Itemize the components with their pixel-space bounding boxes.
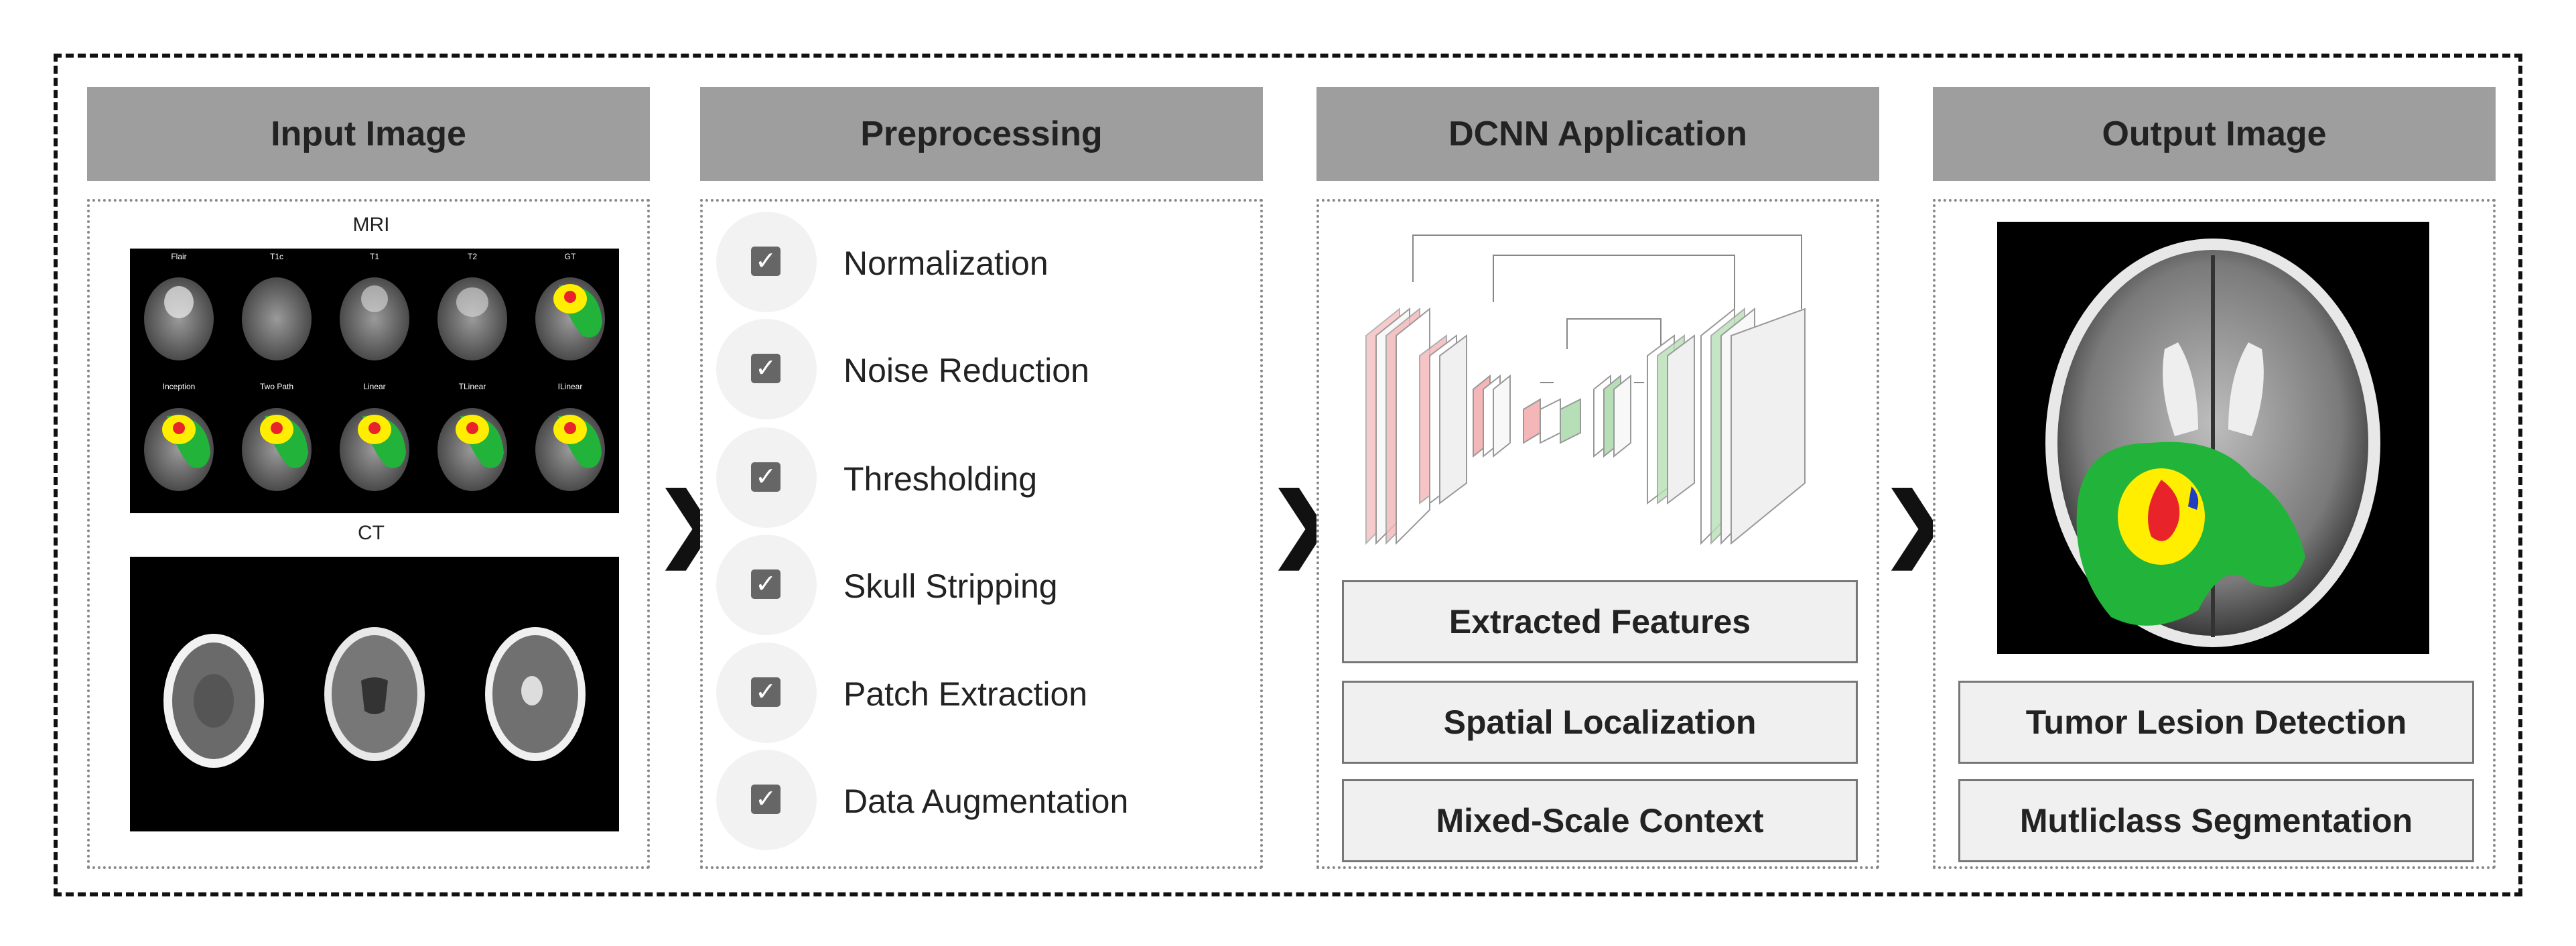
tumor-lesion-detection-box: Tumor Lesion Detection: [1958, 681, 2474, 764]
input-image-header: Input Image: [87, 87, 650, 181]
mri-label-t2: T2: [468, 252, 477, 261]
arrow-1-icon: ❯: [655, 478, 723, 567]
pipeline-frame: [54, 54, 2522, 896]
mri-label: MRI: [352, 214, 390, 236]
mixed-scale-context-box: Mixed-Scale Context: [1342, 779, 1858, 862]
output-image-header: Output Image: [1933, 87, 2496, 181]
checkbox-icon: ✓: [751, 785, 781, 814]
mri-label-flair: Flair: [171, 252, 186, 261]
checkbox-icon: ✓: [751, 354, 781, 383]
mri-label-inception: Inception: [163, 382, 196, 391]
preprocessing-header: Preprocessing: [700, 87, 1263, 181]
checkbox-icon: ✓: [751, 569, 781, 599]
step-noise-reduction: ✓ Noise Reduction: [716, 319, 1252, 419]
step-label: Skull Stripping: [843, 567, 1058, 605]
step-label: Noise Reduction: [843, 352, 1089, 389]
mri-label-t1: T1: [370, 252, 379, 261]
mri-label-linear: Linear: [363, 382, 385, 391]
segmented-brain-image: [1997, 222, 2429, 654]
step-label: Normalization: [843, 245, 1048, 282]
step-label: Patch Extraction: [843, 675, 1088, 713]
dcnn-panel: Extracted Features Spatial Localization …: [1316, 199, 1879, 869]
step-thresholding: ✓ Thresholding: [716, 427, 1252, 528]
multiclass-segmentation-box: Mutliclass Segmentation: [1958, 779, 2474, 862]
checkbox-icon: ✓: [751, 247, 781, 276]
spatial-localization-box: Spatial Localization: [1342, 681, 1858, 764]
mri-label-tlinear: TLinear: [459, 382, 486, 391]
mri-grid: Flair T1c T1 T2 GT Inception Two Path Li…: [130, 249, 619, 513]
input-image-panel: MRI: [87, 199, 650, 869]
step-patch-extraction: ✓ Patch Extraction: [716, 643, 1252, 743]
checkbox-icon: ✓: [751, 677, 781, 707]
mri-label-ilinear: ILinear: [558, 382, 583, 391]
dcnn-header: DCNN Application: [1316, 87, 1879, 181]
unet-architecture-diagram: [1359, 215, 1842, 563]
checkbox-icon: ✓: [751, 462, 781, 492]
mri-label-two-path: Two Path: [260, 382, 293, 391]
step-label: Thresholding: [843, 460, 1038, 498]
preprocessing-panel: ✓ Normalization ✓ Noise Reduction ✓ Thre…: [700, 199, 1263, 869]
step-data-augmentation: ✓ Data Augmentation: [716, 750, 1252, 850]
extracted-features-box: Extracted Features: [1342, 580, 1858, 663]
mri-label-gt: GT: [565, 252, 576, 261]
output-image-panel: Tumor Lesion Detection Mutliclass Segmen…: [1933, 199, 2496, 869]
arrow-2-icon: ❯: [1268, 478, 1336, 567]
step-skull-stripping: ✓ Skull Stripping: [716, 535, 1252, 635]
step-normalization: ✓ Normalization: [716, 212, 1252, 312]
arrow-3-icon: ❯: [1881, 478, 1949, 567]
mri-label-t1c: T1c: [270, 252, 283, 261]
ct-label: CT: [358, 522, 385, 544]
ct-scans: [130, 557, 619, 831]
step-label: Data Augmentation: [843, 783, 1129, 820]
